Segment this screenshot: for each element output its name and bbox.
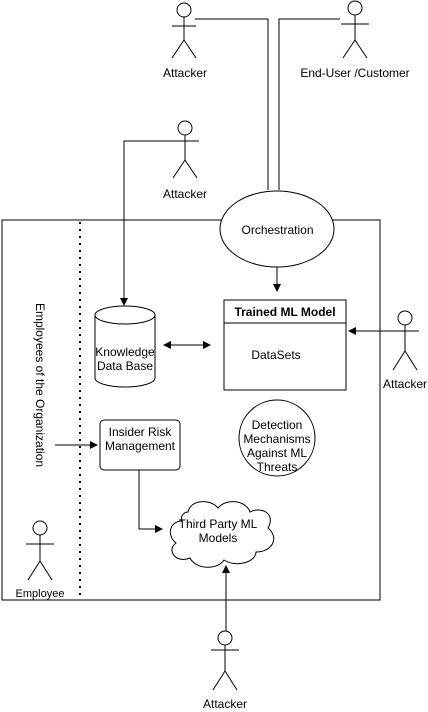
orchestration-label: Orchestration xyxy=(241,223,314,237)
attacker-mid-to-knowledge-arrow xyxy=(120,140,199,306)
end-user-connector xyxy=(278,18,340,190)
insider-risk-to-third-party-arrow xyxy=(138,470,163,533)
third-party-label-line2: Models xyxy=(198,531,238,545)
attacker-right-label: Attacker xyxy=(382,377,427,391)
detection-label-line1: Detection xyxy=(251,418,303,432)
insider-risk-label-line2: Management xyxy=(104,439,176,453)
attacker-mid-label: Attacker xyxy=(162,187,207,201)
employee-figure xyxy=(26,520,54,581)
end-user-label: End-User /Customer xyxy=(300,66,410,80)
trained-model-title: Trained ML Model xyxy=(234,305,336,319)
detection-label-line2: Mechanisms xyxy=(243,432,311,446)
detection-label-line3: Against ML xyxy=(246,446,308,460)
trained-model-box xyxy=(223,299,347,391)
organization-boundary xyxy=(1,219,381,601)
knowledge-db-cylinder xyxy=(94,305,156,388)
boundary-vertical-label: Employees of the Organization xyxy=(33,302,47,468)
end-user-figure xyxy=(341,0,369,59)
attacker-right-figure xyxy=(391,310,419,371)
attacker-top-label: Attacker xyxy=(162,66,207,80)
knowledge-db-label-line1: Knowledge xyxy=(95,345,155,359)
third-party-cloud xyxy=(169,501,275,568)
attacker-top-connector xyxy=(195,18,269,190)
insider-risk-label-line1: Insider Risk xyxy=(108,425,172,439)
third-party-label-line1: Third Party ML xyxy=(178,517,258,531)
datasets-label: DataSets xyxy=(251,348,301,362)
insider-risk-box xyxy=(99,419,181,471)
employee-label: Employee xyxy=(15,588,65,600)
attacker-mid-figure xyxy=(171,120,199,179)
attacker-top-figure xyxy=(171,2,197,59)
detection-label-line4: Threats xyxy=(256,460,298,474)
knowledge-db-label-line2: Data Base xyxy=(96,359,154,373)
attacker-bottom-figure xyxy=(211,630,239,691)
attacker-bottom-label: Attacker xyxy=(202,697,247,711)
detection-mechanisms-node xyxy=(238,399,316,477)
